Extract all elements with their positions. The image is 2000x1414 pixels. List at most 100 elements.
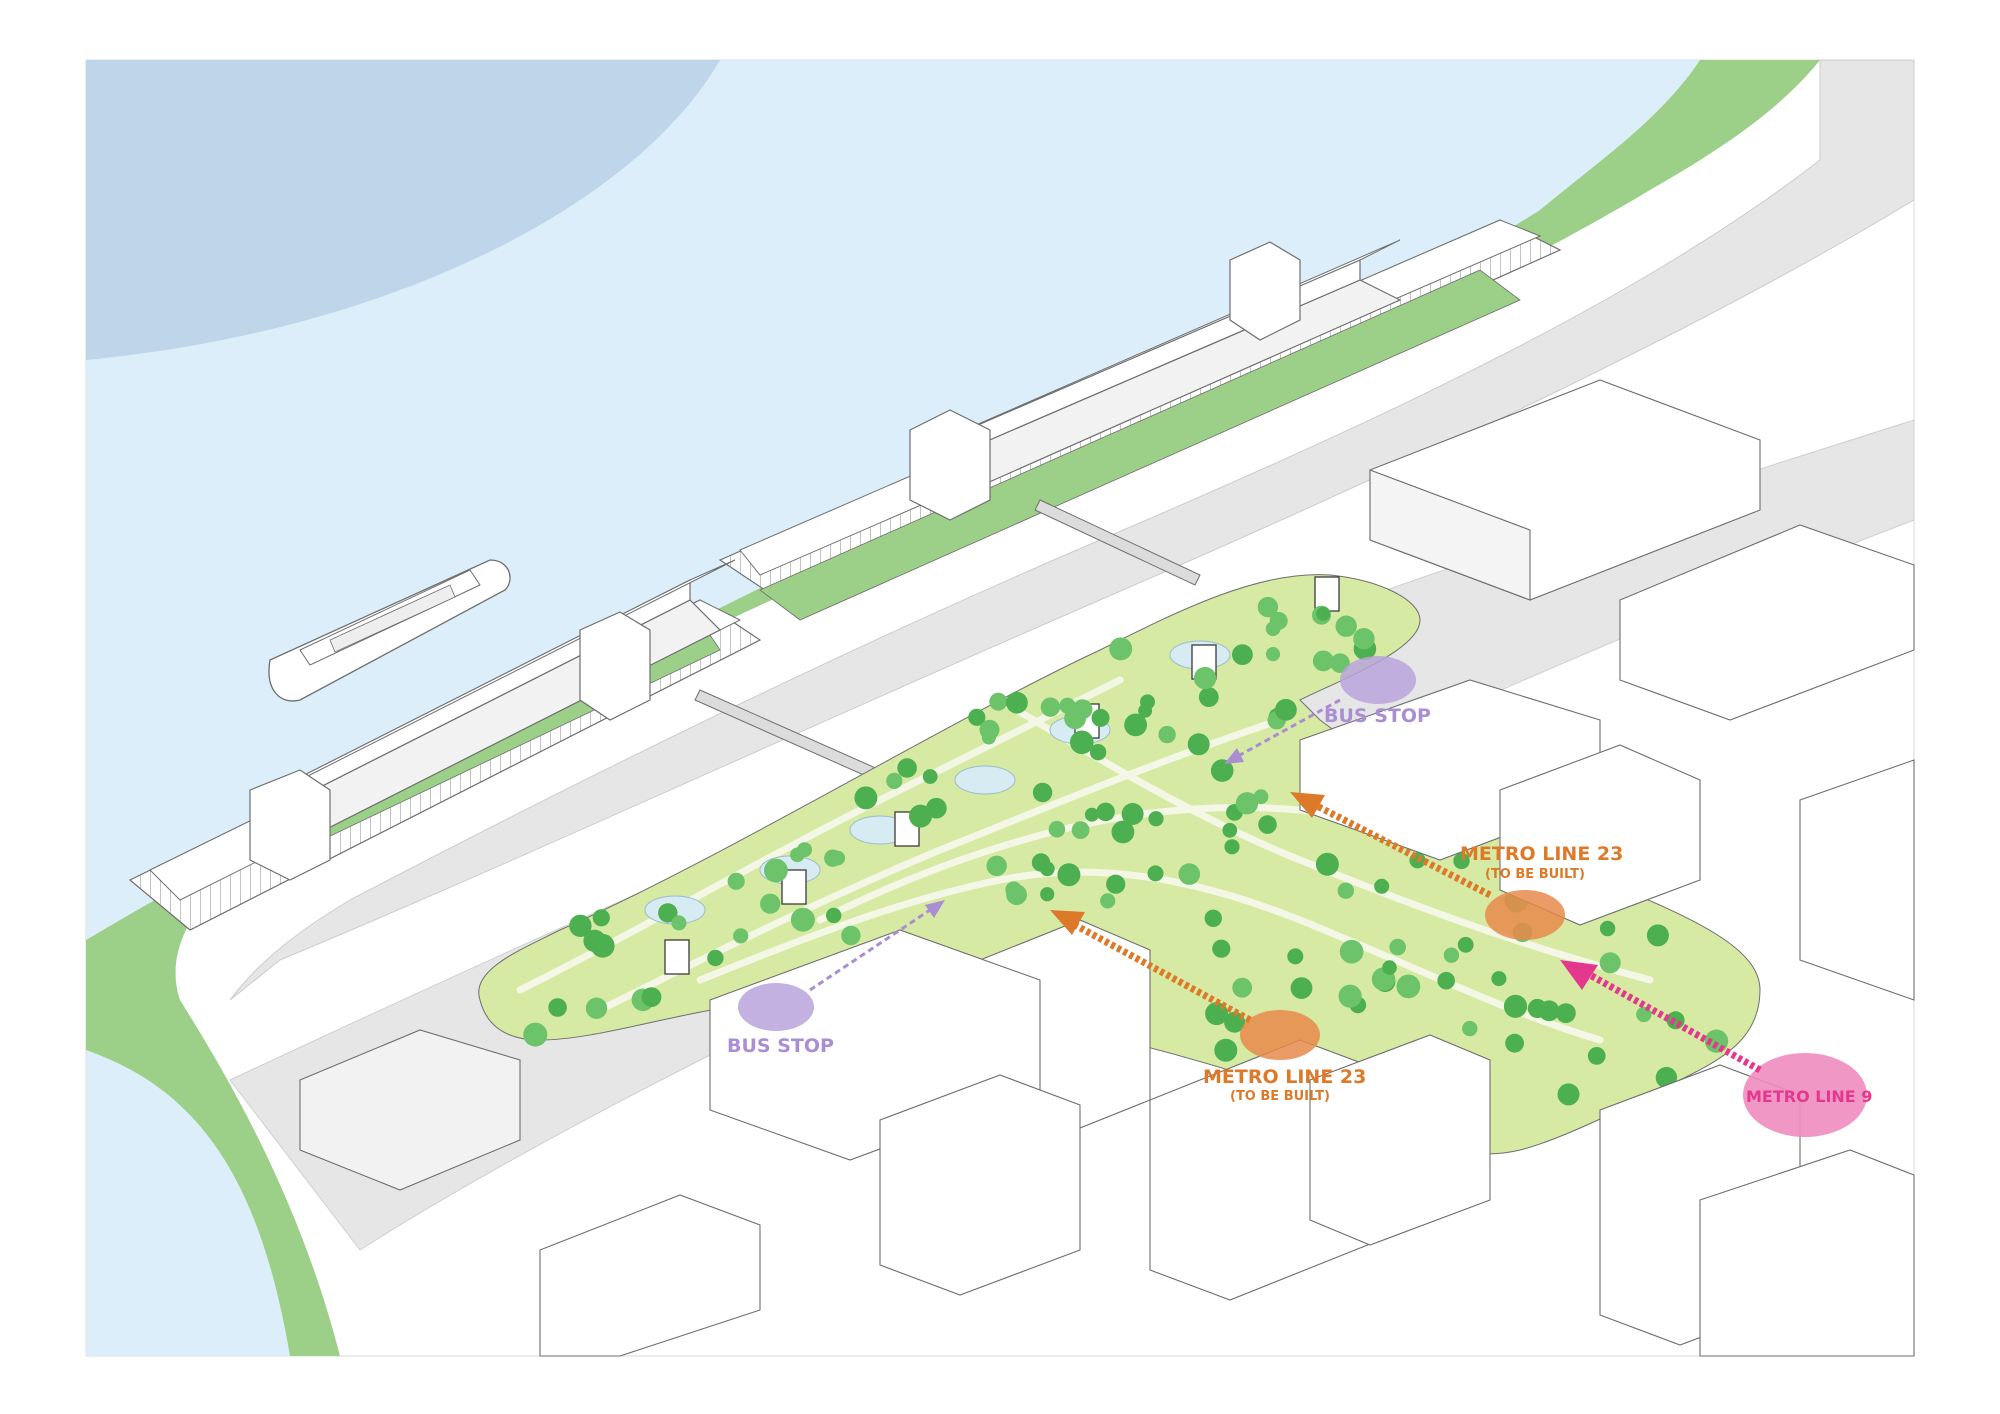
tree-icon bbox=[1232, 977, 1253, 998]
tree-icon bbox=[1059, 697, 1076, 714]
tree-icon bbox=[1599, 952, 1621, 974]
tree-icon bbox=[1265, 647, 1281, 662]
arrow-icon bbox=[1560, 960, 1598, 990]
tree-icon bbox=[760, 893, 781, 914]
tree-icon bbox=[886, 772, 903, 790]
tree-icon bbox=[1091, 708, 1110, 727]
tree-icon bbox=[671, 915, 687, 931]
metro-23-left-marker bbox=[1050, 910, 1320, 1060]
tree-icon bbox=[1224, 839, 1240, 855]
metro-23-right-label: METRO LINE 23 bbox=[1460, 843, 1623, 865]
arrow-icon bbox=[925, 900, 945, 918]
park-trees bbox=[523, 596, 1729, 1127]
tree-icon bbox=[1503, 994, 1528, 1018]
tree-icon bbox=[1462, 1020, 1478, 1037]
tree-icon bbox=[1389, 938, 1406, 956]
tree-icon bbox=[1275, 698, 1297, 721]
metro-23-right-marker bbox=[1290, 792, 1565, 940]
metro-23-left-sublabel: (TO BE BUILT) bbox=[1230, 1089, 1330, 1104]
tree-icon bbox=[1040, 887, 1055, 902]
tree-icon bbox=[1222, 822, 1238, 838]
tree-icon bbox=[1443, 947, 1460, 963]
metro-23-left-label: METRO LINE 23 bbox=[1203, 1066, 1366, 1088]
tree-icon bbox=[1290, 977, 1313, 999]
tree-icon bbox=[1316, 606, 1331, 621]
tree-icon bbox=[1646, 924, 1669, 947]
tree-icon bbox=[1505, 1033, 1524, 1053]
tree-icon bbox=[841, 925, 861, 946]
metro-23-right-sublabel: (TO BE BUILT) bbox=[1485, 867, 1585, 882]
tree-icon bbox=[824, 849, 842, 867]
tree-icon bbox=[1265, 621, 1281, 637]
metro-9-label: METRO LINE 9 bbox=[1746, 1087, 1872, 1106]
tree-icon bbox=[909, 804, 932, 828]
tree-icon bbox=[1396, 974, 1421, 999]
tree-icon bbox=[1374, 878, 1390, 894]
footbridge-right bbox=[1034, 499, 1201, 586]
bus-stop-right-marker bbox=[1224, 656, 1416, 764]
tree-icon bbox=[897, 758, 917, 778]
tree-icon bbox=[1140, 694, 1155, 710]
tree-icon bbox=[1257, 596, 1279, 618]
tree-icon bbox=[968, 708, 986, 726]
tree-icon bbox=[727, 872, 745, 890]
tree-icon bbox=[1089, 744, 1107, 761]
tree-icon bbox=[1158, 725, 1176, 744]
tree-icon bbox=[1538, 1000, 1560, 1022]
tree-icon bbox=[1235, 792, 1259, 815]
tree-icon bbox=[1337, 882, 1355, 899]
cruise-ship-icon bbox=[268, 559, 511, 702]
tree-icon bbox=[1457, 936, 1474, 953]
tree-icon bbox=[1557, 1083, 1580, 1106]
tree-icon bbox=[986, 855, 1007, 876]
tree-icon bbox=[1214, 1038, 1238, 1062]
metro-9-marker bbox=[1560, 960, 1867, 1137]
river-deep bbox=[86, 60, 720, 360]
tree-icon bbox=[1258, 815, 1277, 834]
tree-icon bbox=[826, 907, 842, 924]
tree-icon bbox=[569, 914, 592, 937]
tree-icon bbox=[979, 719, 1000, 740]
tree-icon bbox=[707, 949, 724, 967]
tree-icon bbox=[641, 987, 662, 1007]
bus-stop-left-marker bbox=[738, 900, 945, 1031]
tree-icon bbox=[1193, 666, 1217, 690]
tree-icon bbox=[1312, 650, 1334, 672]
tree-icon bbox=[1587, 1047, 1606, 1065]
tree-icon bbox=[1048, 820, 1066, 838]
tree-icon bbox=[1006, 691, 1028, 714]
tree-icon bbox=[1106, 874, 1126, 894]
tree-icon bbox=[854, 786, 878, 810]
tree-icon bbox=[922, 769, 938, 784]
tree-icon bbox=[1453, 852, 1470, 870]
tree-icon bbox=[1031, 853, 1051, 872]
tree-icon bbox=[1111, 820, 1135, 844]
bus-stop-right-label: BUS STOP bbox=[1324, 705, 1431, 727]
tree-icon bbox=[1437, 971, 1455, 990]
tree-icon bbox=[1330, 653, 1350, 673]
tree-icon bbox=[1148, 811, 1164, 827]
tree-icon bbox=[790, 847, 805, 863]
riverbank-lawn bbox=[86, 60, 1820, 1356]
tree-icon bbox=[1315, 852, 1339, 876]
tree-icon bbox=[1353, 628, 1375, 650]
tree-icon bbox=[1187, 733, 1210, 756]
tree-icon bbox=[1232, 644, 1253, 665]
tree-icon bbox=[583, 929, 606, 952]
arrow-icon bbox=[1050, 910, 1085, 935]
tree-icon bbox=[1287, 948, 1304, 965]
tree-icon bbox=[1032, 782, 1053, 803]
tree-icon bbox=[1071, 821, 1090, 839]
tree-icon bbox=[1212, 939, 1231, 958]
tree-icon bbox=[1096, 802, 1115, 822]
river-lower bbox=[86, 1050, 290, 1356]
tree-icon bbox=[1147, 865, 1164, 882]
terminal-building-right bbox=[909, 239, 1402, 521]
tree-icon bbox=[523, 1022, 548, 1047]
tree-icon bbox=[1109, 637, 1133, 661]
tree-icon bbox=[1339, 939, 1364, 964]
tree-icon bbox=[1491, 971, 1507, 987]
tree-icon bbox=[1210, 759, 1234, 782]
tree-icon bbox=[1382, 960, 1397, 975]
